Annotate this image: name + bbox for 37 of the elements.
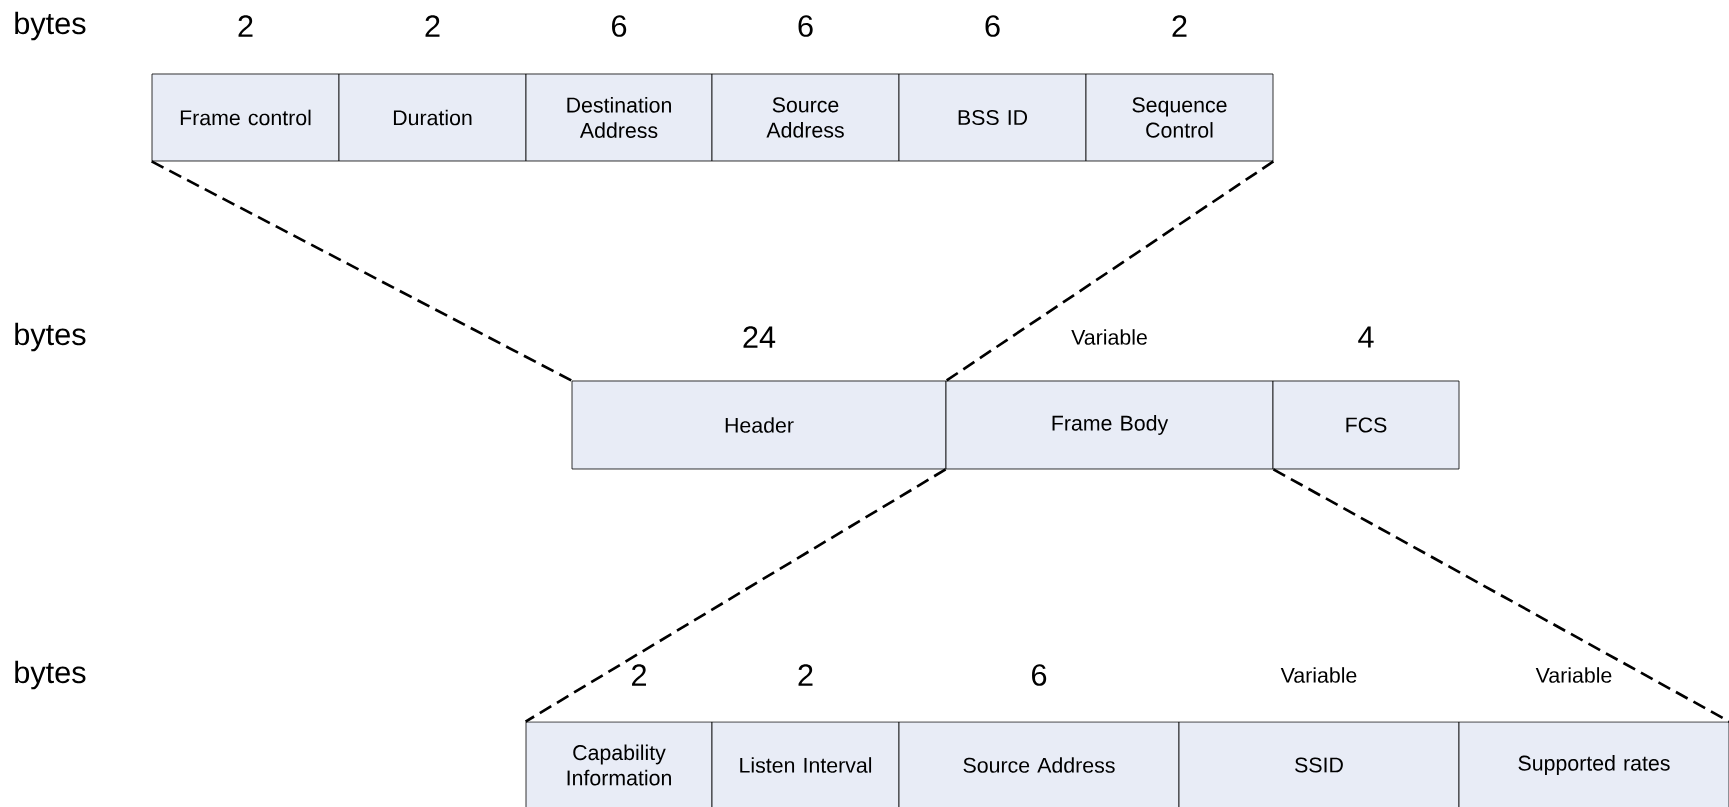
byte-count: 6	[798, 15, 813, 37]
row-label: bytes	[15, 660, 86, 690]
field-box: BSS ID	[898, 73, 1087, 162]
field-box: Duration	[338, 73, 527, 162]
byte-count: 2	[425, 15, 440, 37]
byte-count: 4	[1358, 326, 1374, 348]
field-box: Source Address	[898, 721, 1180, 807]
byte-count: 6	[1032, 664, 1047, 686]
field-box: Listen Interval	[711, 721, 900, 807]
field-box: Supported rates	[1458, 721, 1729, 807]
byte-count: 6	[612, 15, 627, 37]
byte-count: 2	[632, 664, 646, 686]
byte-count: 2	[1172, 15, 1187, 37]
zoom-line	[151, 160, 573, 382]
field-box: Source Address	[711, 73, 900, 162]
zoom-line	[524, 468, 947, 723]
row-label: bytes	[15, 11, 86, 41]
field-box: Capability Information	[525, 721, 713, 807]
zoom-line	[945, 160, 1275, 382]
byte-count: Variable	[1071, 329, 1147, 345]
field-box: Sequence Control	[1085, 73, 1274, 162]
node-label: Source Address	[963, 757, 1115, 773]
field-box: SSID	[1178, 721, 1460, 807]
byte-count: 2	[798, 664, 813, 686]
field-box: Header	[571, 380, 947, 470]
field-box: Frame control	[151, 73, 340, 162]
field-box: Frame Body	[945, 380, 1274, 470]
field-box: Destination Address	[525, 73, 713, 162]
node-label: Capability Information	[567, 744, 671, 786]
byte-count: 24	[743, 326, 776, 348]
byte-count: 2	[238, 15, 253, 37]
row-label: bytes	[15, 322, 86, 352]
byte-count: Variable	[1280, 667, 1357, 683]
byte-count: 6	[985, 15, 1000, 37]
node-label: Listen Interval	[740, 757, 872, 773]
byte-count: Variable	[1535, 667, 1612, 683]
field-box: FCS	[1272, 380, 1460, 470]
